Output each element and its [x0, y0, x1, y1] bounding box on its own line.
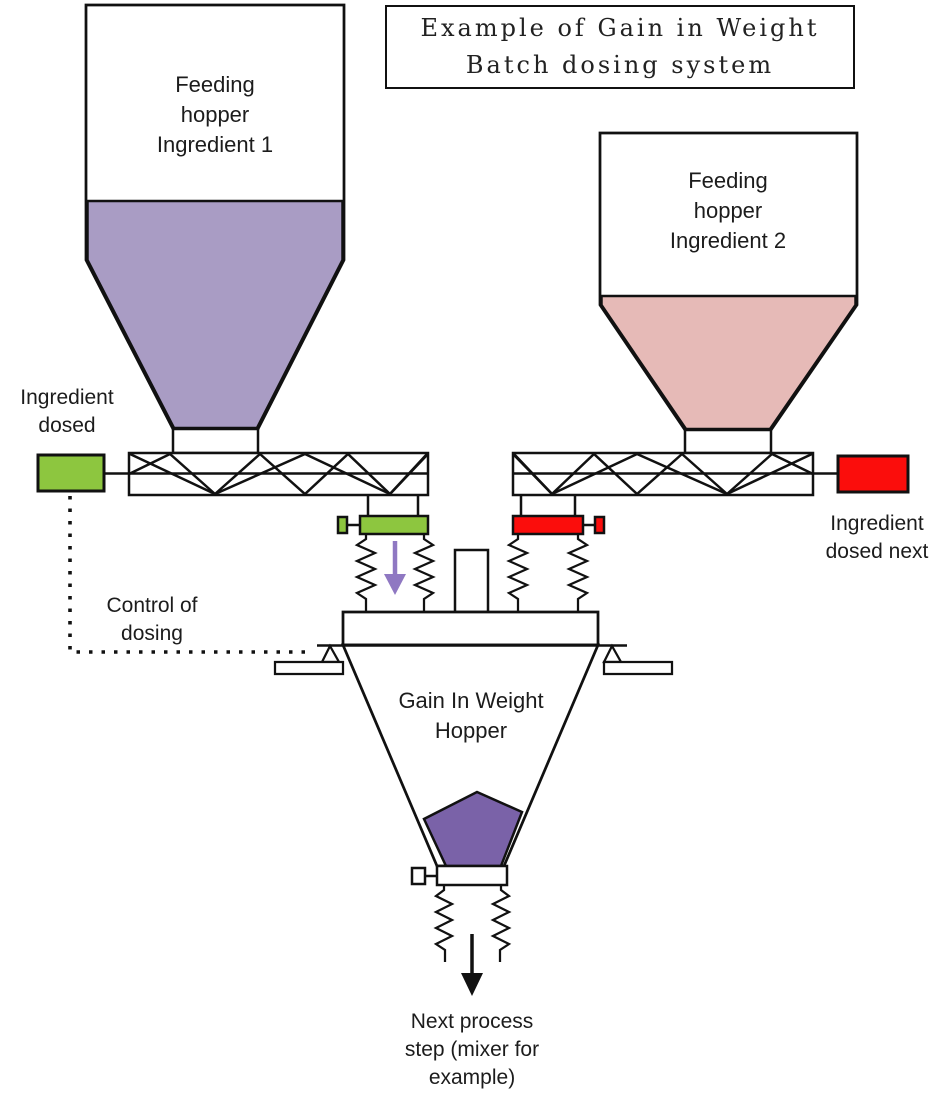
load-cell-left-pivot — [320, 643, 341, 664]
flow-direction-arrow — [384, 541, 406, 595]
giw-vent-port — [453, 548, 490, 614]
discharge-arrow — [461, 934, 483, 996]
dosing-valve-1 — [336, 495, 436, 612]
outlet-valve — [410, 864, 512, 996]
valve1-bellows-left — [354, 534, 378, 612]
valve1-slide-gate — [358, 514, 430, 536]
valve1-bellows-right — [412, 534, 436, 612]
load-cell-right — [602, 643, 674, 676]
feeding-hopper-2 — [598, 131, 859, 455]
valve2-neck-lines — [519, 495, 577, 517]
load-cell-left — [273, 643, 345, 676]
hopper1-label: Feeding hopper Ingredient 1 — [156, 72, 274, 157]
conveyor1-screw-zigzag — [128, 452, 428, 496]
hopper2-label: Feeding hopper Ingredient 2 — [669, 168, 787, 253]
load-cell-right-pivot — [602, 643, 623, 664]
valve2-bellows-right — [566, 534, 590, 612]
valve2-bellows-left — [506, 534, 530, 612]
giw-hopper-label: Gain In Weight Hopper — [398, 688, 544, 743]
discharge-arrowhead — [461, 973, 483, 996]
valve2-actuator-handle — [593, 515, 606, 535]
screw-conveyor-2 — [511, 451, 910, 497]
conveyor2-screw-zigzag — [513, 452, 814, 496]
load-cell-left-plate — [273, 660, 345, 676]
hopper2-outlet-neck — [683, 428, 773, 455]
flow-arrowhead — [384, 574, 406, 595]
giw-top-section — [341, 610, 600, 647]
outlet-bellows-right — [490, 885, 512, 962]
outlet-bellows-left — [433, 885, 455, 962]
conveyor2-motor — [836, 454, 910, 494]
valve1-actuator-handle — [336, 515, 349, 535]
diagram-title: Example of Gain in Weight Batch dosing s… — [385, 5, 855, 89]
valve2-slide-gate — [511, 514, 585, 536]
control-of-dosing-label: Control of dosing — [106, 594, 198, 645]
valve1-neck-lines — [366, 495, 420, 517]
ingredient-dosed-label: Ingredient dosed — [20, 386, 114, 437]
conveyor1-screw-diagonals — [129, 452, 428, 496]
conveyor1-motor — [36, 453, 106, 493]
conveyor2-screw-diagonals — [513, 452, 813, 496]
next-process-step-label: Next process step (mixer for example) — [404, 1010, 540, 1089]
gain-in-weight-hopper — [273, 548, 674, 868]
feeding-hopper-1 — [84, 3, 346, 455]
load-cell-right-plate — [602, 660, 674, 676]
control-signal-dotted-line — [68, 496, 313, 654]
screw-conveyor-1 — [36, 451, 430, 497]
ingredient-dosed-next-label: Ingredient dosed next — [825, 512, 929, 563]
hopper1-outlet-neck — [171, 427, 260, 455]
dosing-valve-2 — [506, 495, 606, 612]
outlet-slide-gate — [435, 864, 509, 887]
outlet-actuator-handle — [410, 866, 427, 886]
